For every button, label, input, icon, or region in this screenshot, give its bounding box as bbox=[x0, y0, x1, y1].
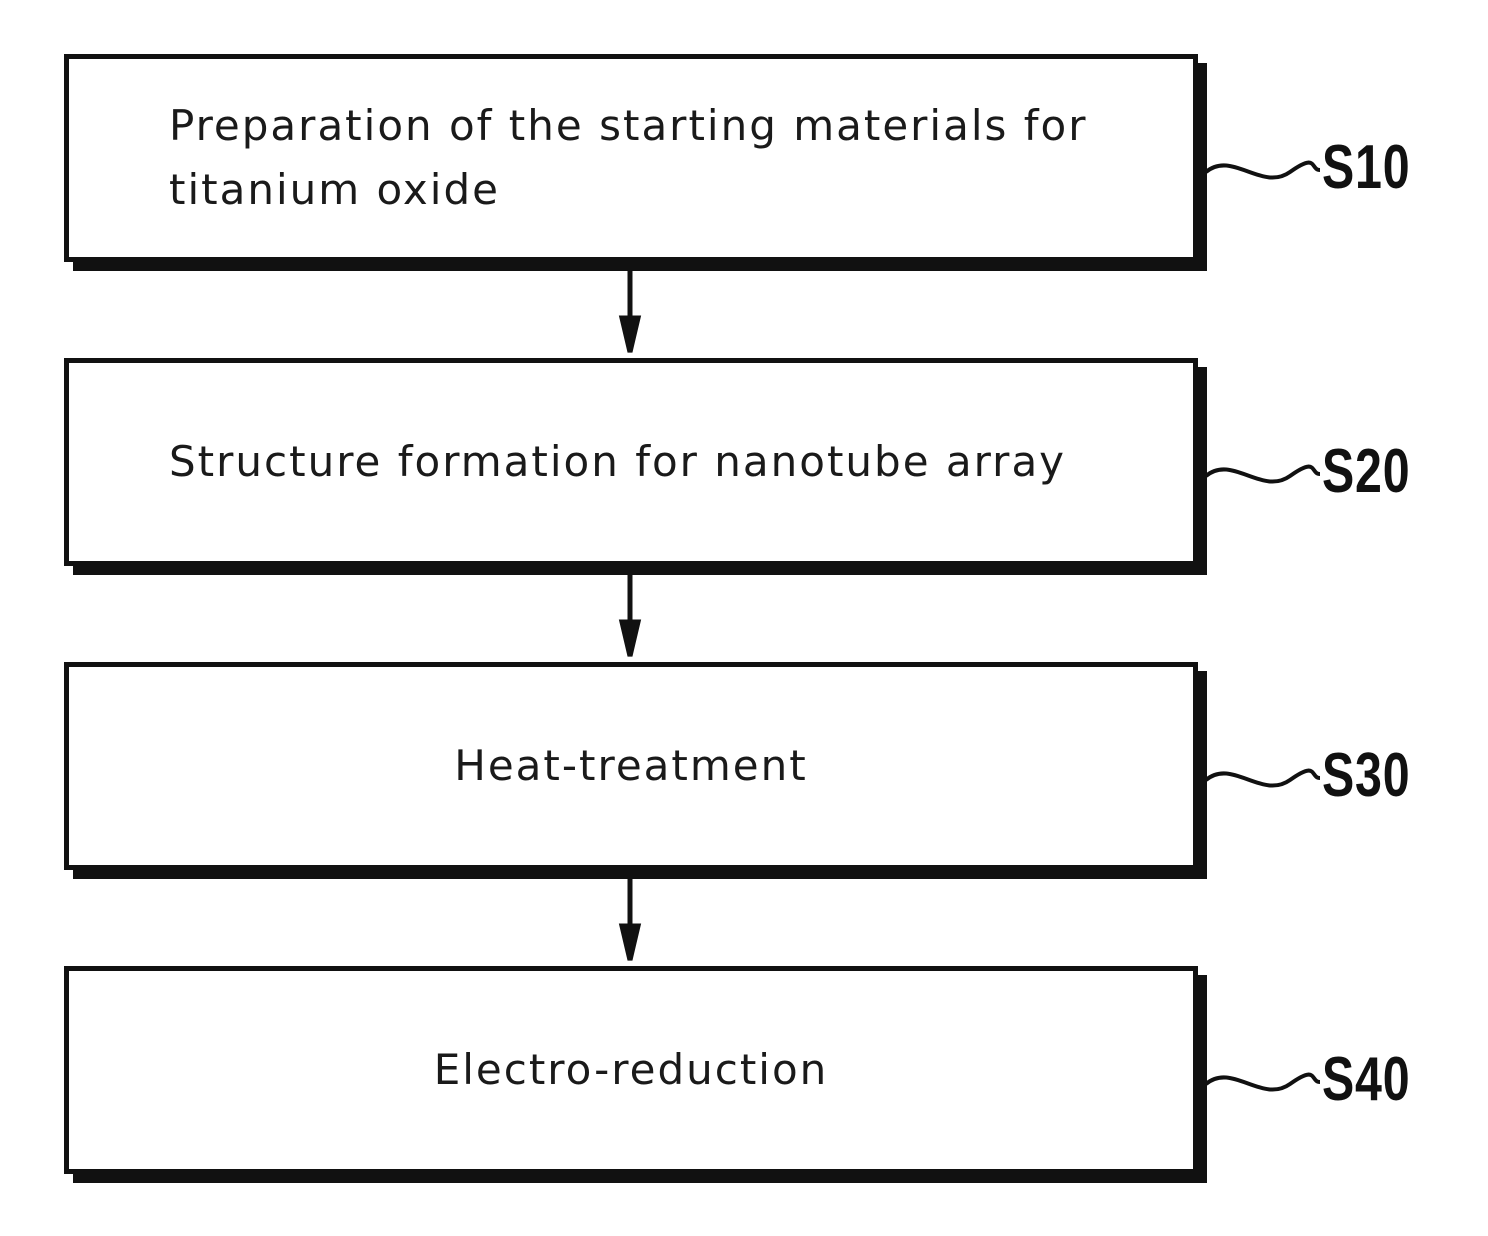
step-label-s30: S30 bbox=[1322, 740, 1410, 811]
arrow-s30-s40 bbox=[622, 876, 638, 960]
step-box-s10: Preparation of the starting materials fo… bbox=[64, 54, 1198, 262]
step-box-s40: Electro-reduction bbox=[64, 966, 1198, 1174]
step-box-s20: Structure formation for nanotube array bbox=[64, 358, 1198, 566]
step-label-s20: S20 bbox=[1322, 436, 1410, 507]
leader-line-s10 bbox=[1206, 163, 1320, 178]
step-label-s40: S40 bbox=[1322, 1044, 1410, 1115]
leader-line-s20 bbox=[1206, 467, 1320, 482]
leader-line-s30 bbox=[1206, 771, 1320, 786]
step-text-s20: Structure formation for nanotube array bbox=[69, 430, 1066, 494]
step-box-s30: Heat-treatment bbox=[64, 662, 1198, 870]
arrow-s10-s20 bbox=[622, 268, 638, 352]
arrow-s20-s30 bbox=[622, 572, 638, 656]
step-text-s10: Preparation of the starting materials fo… bbox=[69, 94, 1193, 222]
step-text-s40: Electro-reduction bbox=[434, 1038, 829, 1102]
step-label-s10: S10 bbox=[1322, 132, 1410, 203]
step-text-s30: Heat-treatment bbox=[454, 734, 807, 798]
leader-line-s40 bbox=[1206, 1075, 1320, 1090]
